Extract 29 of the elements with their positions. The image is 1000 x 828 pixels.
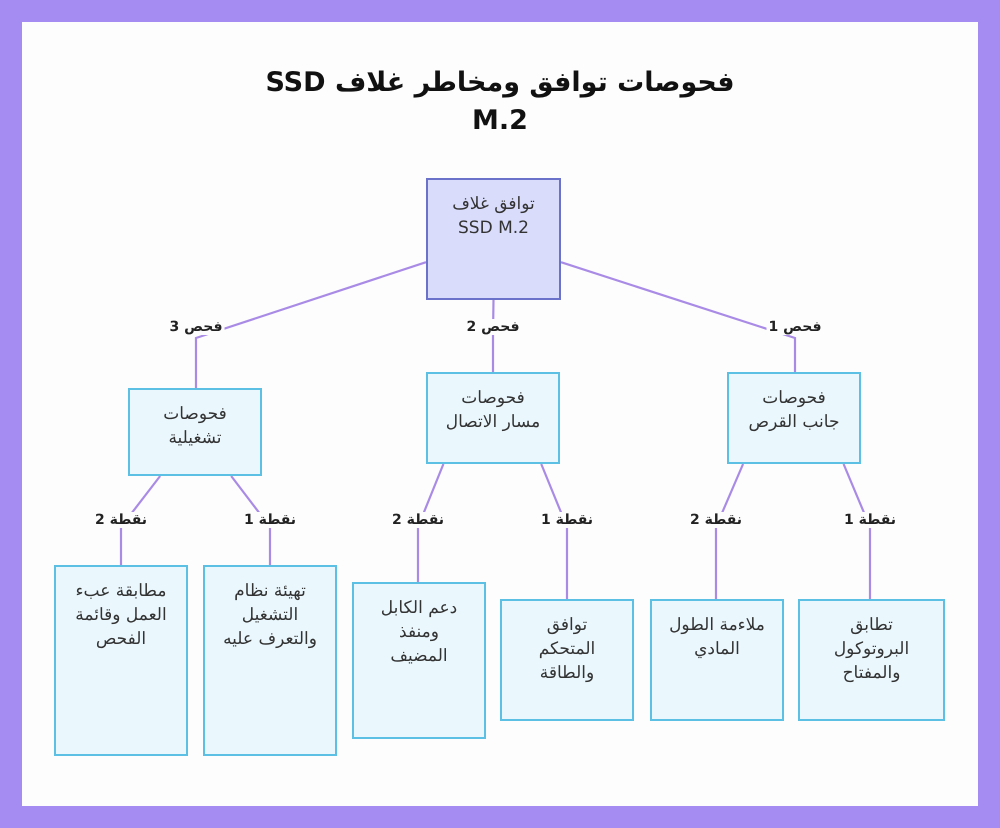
node-label: توافق غلاف SSD M.2 xyxy=(451,193,536,240)
connector-line xyxy=(842,464,872,599)
topic-box xyxy=(500,599,634,721)
topic-box xyxy=(798,599,945,721)
topic-box xyxy=(650,599,784,721)
node-label: مطابقة عبء العمل وقائمة الفحص xyxy=(74,580,168,651)
node-label: فحوصات مسار الاتصال xyxy=(444,387,542,434)
node-label: دعم الكابل ومنفذ المضيف xyxy=(380,597,458,668)
node-label: تهيئة نظام التشغيل والتعرف عليه xyxy=(222,580,318,651)
diagram-title: فحوصات توافق ومخاطر غلاف SSD M.2 xyxy=(264,66,736,138)
edge-label: فحص 3 xyxy=(168,319,224,335)
root-box xyxy=(426,178,561,300)
topic-box xyxy=(426,372,560,464)
topic-box xyxy=(203,565,337,756)
connector-line xyxy=(560,261,796,372)
connector-line xyxy=(714,464,744,599)
connector-line xyxy=(194,261,426,388)
topic-box xyxy=(128,388,262,476)
edge-label: فحص 1 xyxy=(766,319,824,335)
node-label: فحوصات جانب القرص xyxy=(748,387,840,434)
node-label: تطابق البروتوكول والمفتاح xyxy=(832,614,910,685)
connector-line xyxy=(540,464,568,599)
node-label: توافق المتحكم والطاقة xyxy=(538,614,596,685)
topic-box xyxy=(727,372,861,464)
topic-box xyxy=(352,582,486,739)
node-label: فحوصات تشغيلية xyxy=(162,403,228,450)
topic-box xyxy=(54,565,188,756)
node-label: ملاءمة الطول المادي xyxy=(668,614,766,661)
edge-label: فحص 2 xyxy=(464,319,522,335)
